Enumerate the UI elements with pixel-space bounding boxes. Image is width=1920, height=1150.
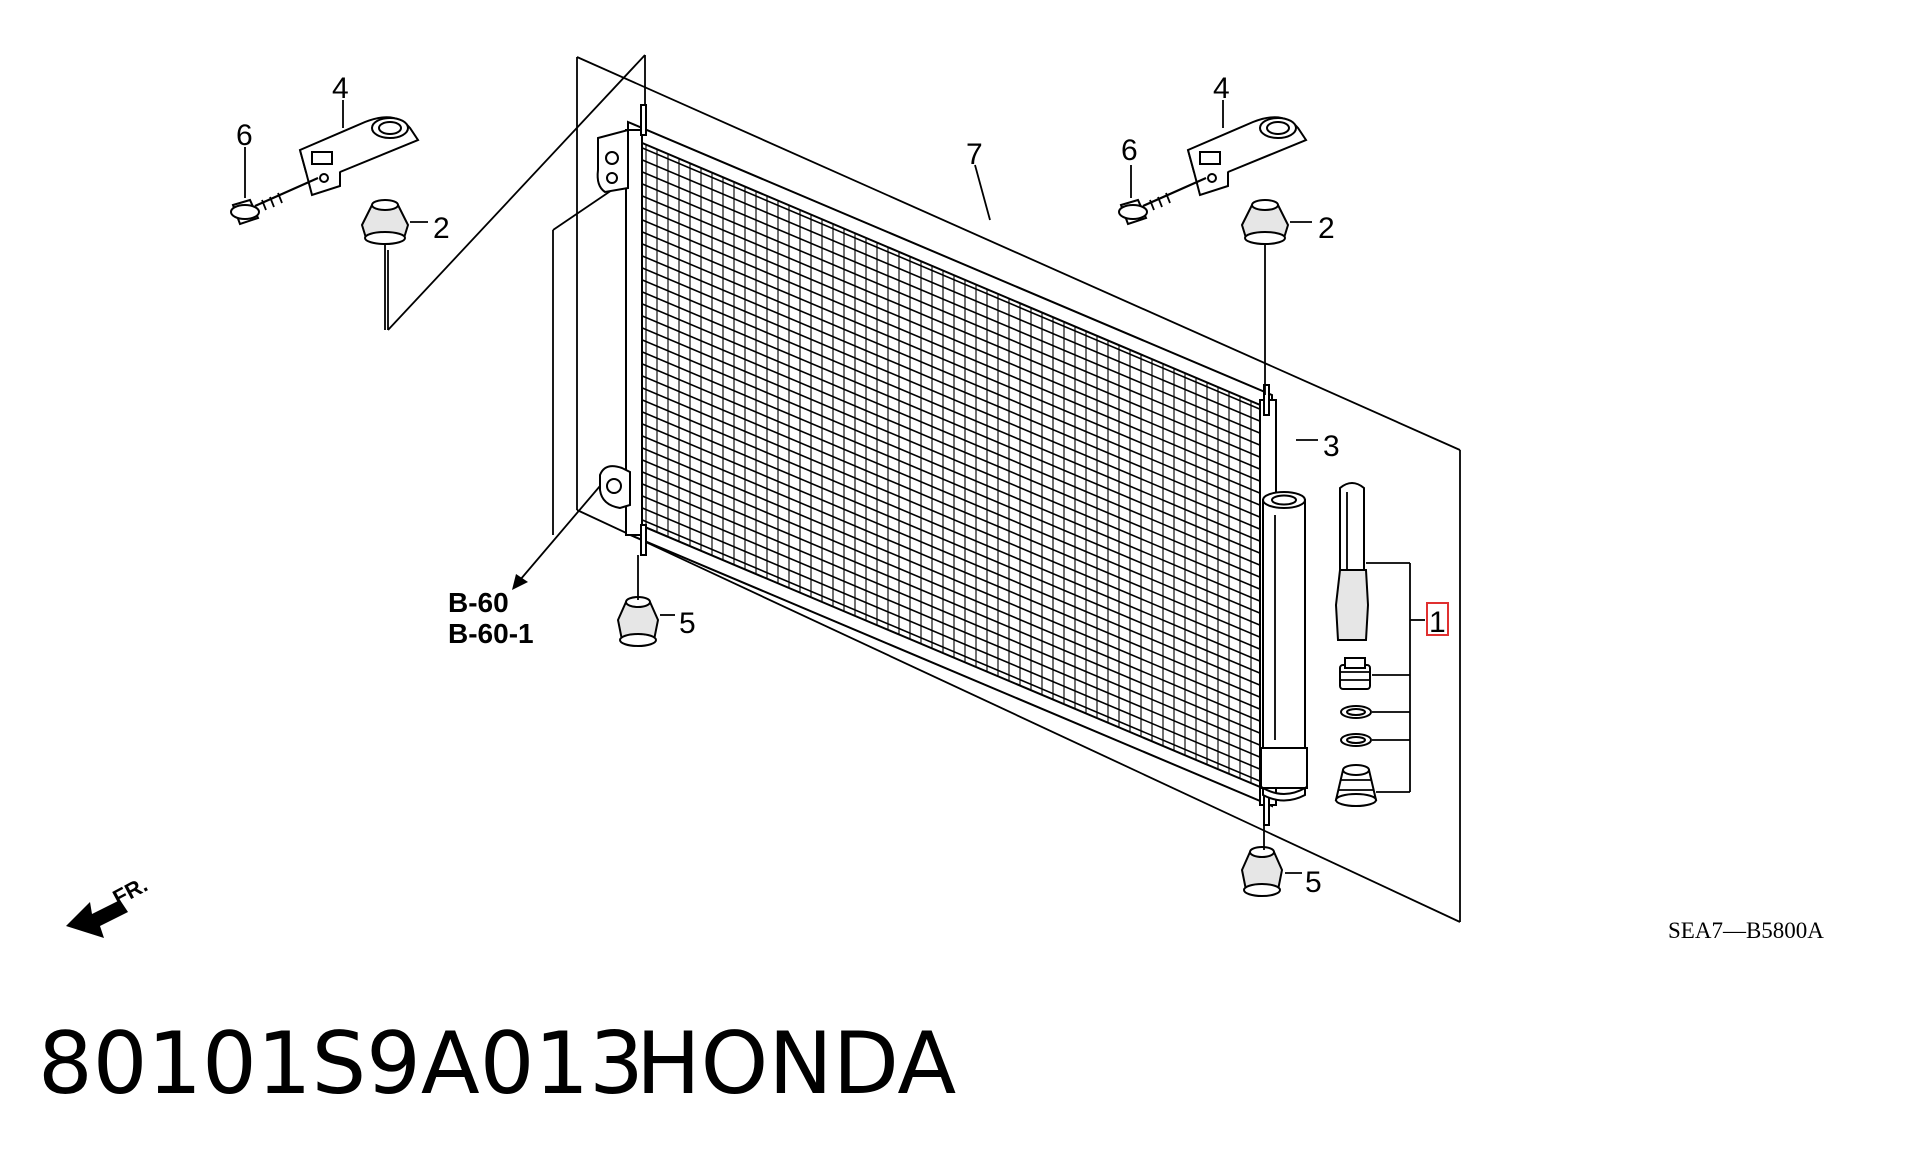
frame-lines <box>387 54 1461 923</box>
callout-2-right: 2 <box>1318 212 1335 245</box>
condenser-core <box>596 104 1277 826</box>
mount-cushion-lower-right <box>1240 846 1284 897</box>
mount-cushion-upper-right <box>1240 199 1290 245</box>
mount-cushion-upper-left <box>360 199 410 245</box>
callout-1: 1 <box>1429 606 1446 639</box>
bolt-right <box>1118 176 1207 226</box>
part-number: 80101S9A013 <box>38 1014 644 1114</box>
callout-2-left: 2 <box>433 212 450 245</box>
callout-6-right: 6 <box>1121 134 1138 167</box>
highlight-box <box>1426 602 1449 636</box>
bolt-left <box>230 176 319 226</box>
callout-7: 7 <box>966 138 983 171</box>
front-direction-arrow: FR. <box>66 872 152 938</box>
callout-5-right: 5 <box>1305 866 1322 899</box>
receiver-drier <box>1260 491 1308 802</box>
bracket-right <box>1186 116 1308 197</box>
receiver-cap-parts <box>1334 657 1378 807</box>
callout-5-left: 5 <box>679 607 696 640</box>
callout-4-right: 4 <box>1213 72 1230 105</box>
reference-b60-1: B-60-1 <box>448 618 534 649</box>
callout-6-left: 6 <box>236 119 253 152</box>
callout-3: 3 <box>1323 430 1340 463</box>
drawing-code: SEA7—B5800A <box>1668 918 1824 943</box>
callout-4-left: 4 <box>332 72 349 105</box>
mount-cushion-lower-left <box>616 596 660 647</box>
reference-b60: B-60 <box>448 587 509 618</box>
desiccant-pack <box>1334 482 1370 641</box>
leader-lines <box>244 100 1425 874</box>
bracket-left <box>298 116 420 197</box>
brand-name: HONDA <box>636 1014 956 1114</box>
